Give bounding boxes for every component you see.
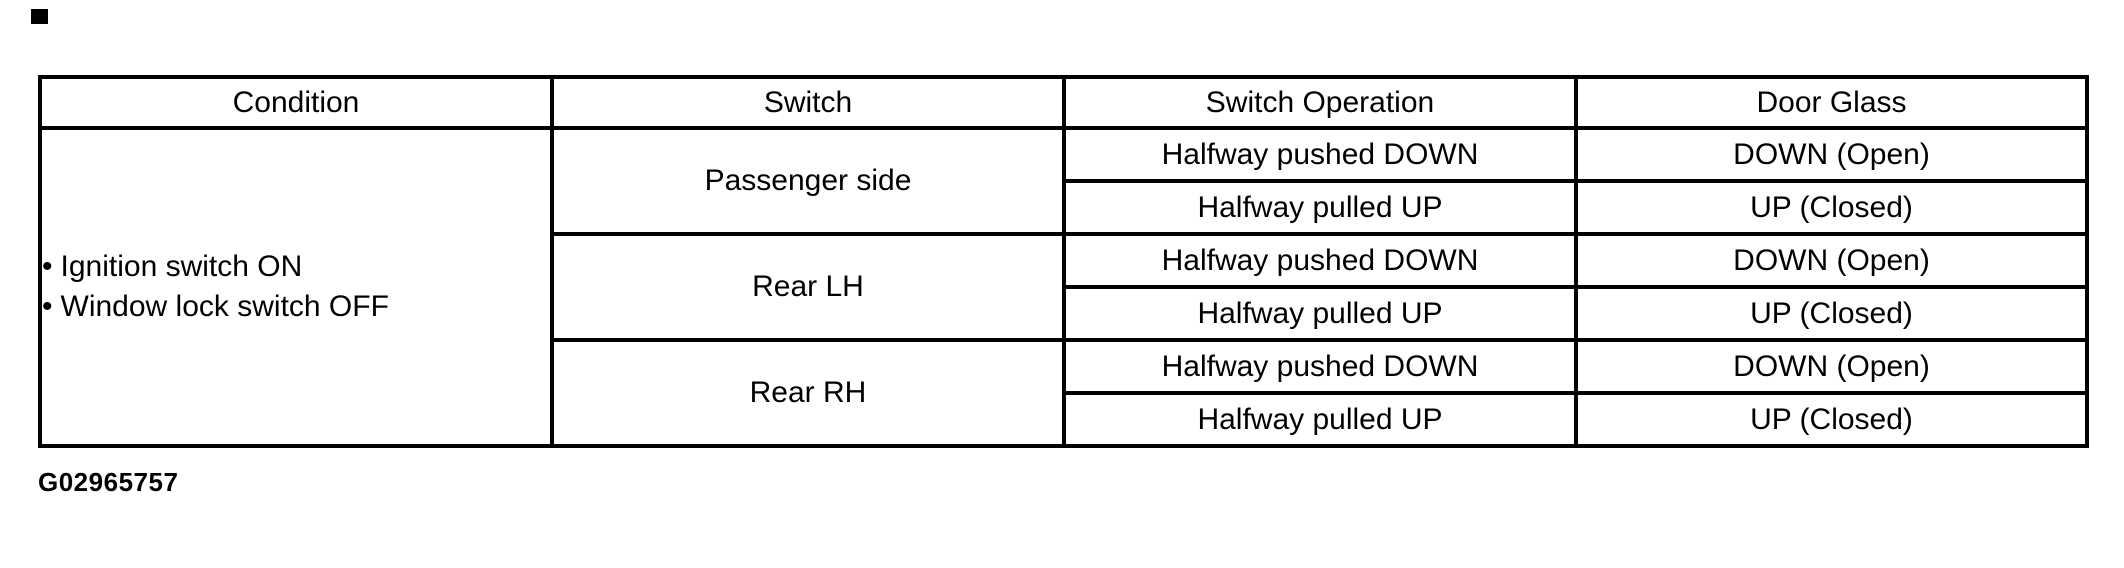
condition-item-ignition: • Ignition switch ON	[42, 247, 548, 287]
table-header-row: Condition Switch Switch Operation Door G…	[38, 75, 2089, 130]
door-glass-cell: UP (Closed)	[1574, 391, 2089, 448]
condition-item-window-lock: • Window lock switch OFF	[42, 287, 548, 327]
table-row: • Ignition switch ON • Window lock switc…	[38, 126, 2089, 448]
door-glass-cell: DOWN (Open)	[1574, 126, 2089, 183]
table-row: Rear RH Halfway pushed DOWN DOWN (Open)	[40, 338, 2089, 448]
operation-cell: Halfway pushed DOWN	[1062, 232, 1578, 289]
figure-code: G02965757	[38, 467, 179, 497]
bullet-icon: •	[42, 290, 53, 323]
header-switch-operation: Switch Operation	[1062, 75, 1578, 130]
operation-cell: Halfway pulled UP	[1062, 179, 1578, 236]
switch-cell-passenger-side: Passenger side	[550, 126, 1066, 236]
header-door-glass: Door Glass	[1574, 75, 2089, 130]
operation-cell: Halfway pushed DOWN	[1062, 338, 1578, 395]
bullet-icon: •	[42, 250, 53, 283]
table-row: Halfway pulled UP UP (Closed)	[40, 391, 2089, 448]
operation-cell: Halfway pushed DOWN	[1062, 126, 1578, 183]
power-window-operation-table: Condition Switch Switch Operation Door G…	[38, 75, 2089, 448]
table-row: Halfway pulled UP UP (Closed)	[40, 179, 2089, 236]
switch-cell-rear-lh: Rear LH	[550, 232, 1066, 342]
condition-cell: • Ignition switch ON • Window lock switc…	[38, 126, 554, 448]
door-glass-cell: UP (Closed)	[1574, 285, 2089, 342]
door-glass-cell: DOWN (Open)	[1574, 338, 2089, 395]
door-glass-cell: UP (Closed)	[1574, 179, 2089, 236]
table-row: Rear LH Halfway pushed DOWN DOWN (Open)	[40, 232, 2089, 342]
header-switch: Switch	[550, 75, 1066, 130]
condition-list: • Ignition switch ON • Window lock switc…	[42, 247, 548, 327]
table-row: Halfway pulled UP UP (Closed)	[40, 285, 2089, 342]
condition-item-label: Ignition switch ON	[60, 250, 303, 283]
stray-mark	[31, 9, 48, 24]
condition-item-label: Window lock switch OFF	[60, 290, 389, 323]
switch-cell-rear-rh: Rear RH	[550, 338, 1066, 448]
header-condition: Condition	[38, 75, 554, 130]
operation-cell: Halfway pulled UP	[1062, 285, 1578, 342]
operation-cell: Halfway pulled UP	[1062, 391, 1578, 448]
door-glass-cell: DOWN (Open)	[1574, 232, 2089, 289]
